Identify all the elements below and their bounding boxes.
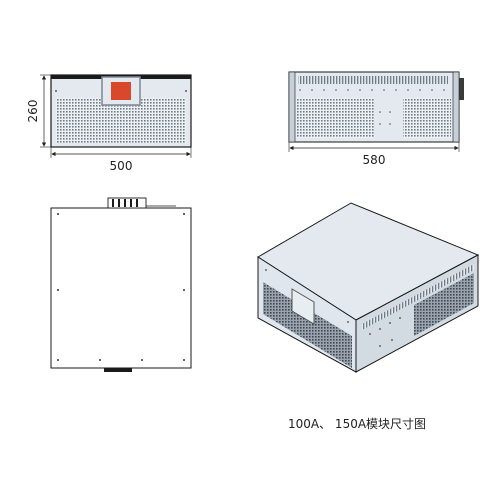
depth-label: 580 [363, 153, 386, 167]
side-view: 580 [288, 71, 464, 167]
iso-front-grille [263, 282, 352, 368]
top-front-handle [104, 368, 132, 372]
front-screw [55, 90, 57, 92]
top-panel [50, 207, 192, 369]
side-grille [403, 98, 451, 138]
top-connector-pins [112, 199, 138, 207]
side-screws [299, 89, 445, 125]
iso-side-grille [414, 273, 474, 336]
front-view: 260 500 [26, 74, 192, 173]
side-rail [452, 71, 460, 143]
top-screws [57, 213, 185, 361]
top-connector-block [107, 197, 147, 209]
side-grille [296, 98, 374, 138]
side-vent-slots [298, 76, 448, 84]
height-label: 260 [26, 100, 40, 123]
iso-side-slots [362, 264, 474, 330]
width-label: 500 [110, 159, 133, 173]
top-view [50, 197, 192, 372]
side-handle [459, 78, 464, 100]
side-rail [288, 71, 296, 143]
display-indicator [111, 82, 131, 100]
iso-screws [265, 269, 401, 347]
isometric-view [257, 202, 480, 373]
front-screw [185, 90, 187, 92]
caption: 100A、 150A模块尺寸图 [288, 417, 426, 431]
iso-display-frame [291, 288, 315, 325]
